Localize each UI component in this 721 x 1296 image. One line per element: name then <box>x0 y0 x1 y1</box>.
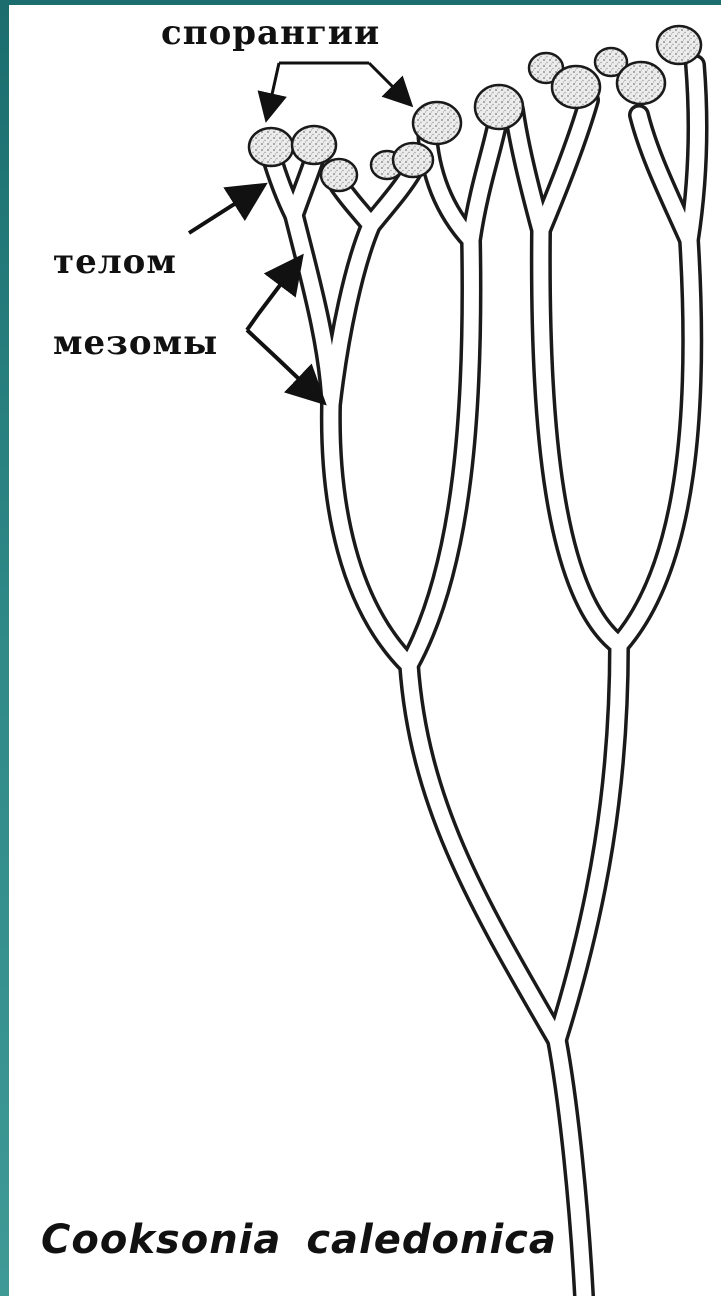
sporangium <box>321 159 357 191</box>
stem-outline <box>271 65 697 1296</box>
sporangium <box>249 128 293 166</box>
label-sporangia: спорангии <box>161 13 380 53</box>
sporangium <box>393 143 433 177</box>
label-telom: телом <box>53 242 177 282</box>
sporangium <box>413 102 461 144</box>
cooksonia-plant-drawing <box>9 5 721 1296</box>
sporangium <box>617 62 665 104</box>
stem-core <box>271 65 697 1296</box>
sporangium <box>552 66 600 108</box>
sporangium <box>657 26 701 64</box>
sporangium <box>292 126 336 164</box>
label-mesom: мезомы <box>53 323 218 363</box>
illustration-canvas: спорангии телом мезомы Cooksonia caledon… <box>9 5 721 1296</box>
species-caption: Cooksonia caledonica <box>41 1217 557 1263</box>
teal-frame-left <box>0 0 9 1296</box>
sporangium <box>475 85 523 129</box>
